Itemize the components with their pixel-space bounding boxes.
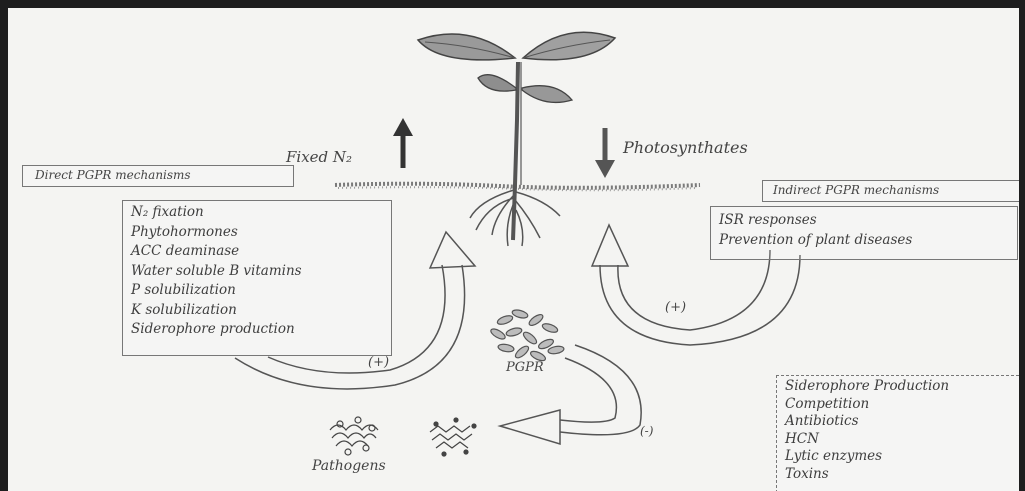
list-item: Phytohormones	[131, 223, 383, 243]
frame-top	[0, 0, 1025, 8]
soil-line	[335, 184, 700, 188]
frame-left	[0, 0, 8, 491]
list-item: K solubilization	[131, 301, 383, 321]
direct-mechanisms-title: Direct PGPR mechanisms	[35, 168, 191, 182]
plus-right-label: (+)	[665, 300, 686, 315]
list-item: Antibiotics	[785, 413, 1025, 431]
pathogens-label: Pathogens	[312, 458, 386, 474]
minus-label: (-)	[640, 424, 653, 438]
pgpr-label: PGPR	[506, 360, 544, 375]
list-item: Lytic enzymes	[785, 448, 1025, 466]
direct-mechanisms-box: N₂ fixation Phytohormones ACC deaminase …	[122, 200, 392, 356]
list-item: Siderophore Production	[785, 378, 1025, 396]
list-item: P solubilization	[131, 281, 383, 301]
list-item: HCN	[785, 431, 1025, 449]
indirect-mechanisms-title: Indirect PGPR mechanisms	[773, 183, 939, 197]
antagonism-box: Siderophore Production Competition Antib…	[776, 375, 1025, 491]
pathogen-cluster-icon	[430, 418, 476, 456]
list-item: Competition	[785, 396, 1025, 414]
plant-seedling-icon	[418, 32, 615, 246]
list-item: ACC deaminase	[131, 242, 383, 262]
frame-right	[1019, 0, 1025, 491]
pgpr-bacteria-icon	[489, 309, 564, 363]
fixed-n2-label: Fixed N₂	[286, 148, 352, 166]
list-item: Siderophore production	[131, 320, 383, 340]
list-item: ISR responses	[719, 211, 1009, 231]
direct-mechanisms-title-box: Direct PGPR mechanisms	[22, 165, 294, 187]
plus-left-label: (+)	[368, 355, 389, 370]
list-item: Prevention of plant diseases	[719, 231, 1009, 251]
indirect-mechanisms-box: ISR responses Prevention of plant diseas…	[710, 206, 1018, 260]
down-arrow-icon	[595, 128, 615, 178]
indirect-mechanisms-title-box: Indirect PGPR mechanisms	[762, 180, 1022, 202]
pathogen-cluster-icon	[330, 417, 378, 455]
photosynthates-label: Photosynthates	[623, 138, 748, 157]
list-item: N₂ fixation	[131, 203, 383, 223]
list-item: Toxins	[785, 466, 1025, 484]
up-arrow-icon	[393, 118, 413, 168]
list-item: Water soluble B vitamins	[131, 262, 383, 282]
